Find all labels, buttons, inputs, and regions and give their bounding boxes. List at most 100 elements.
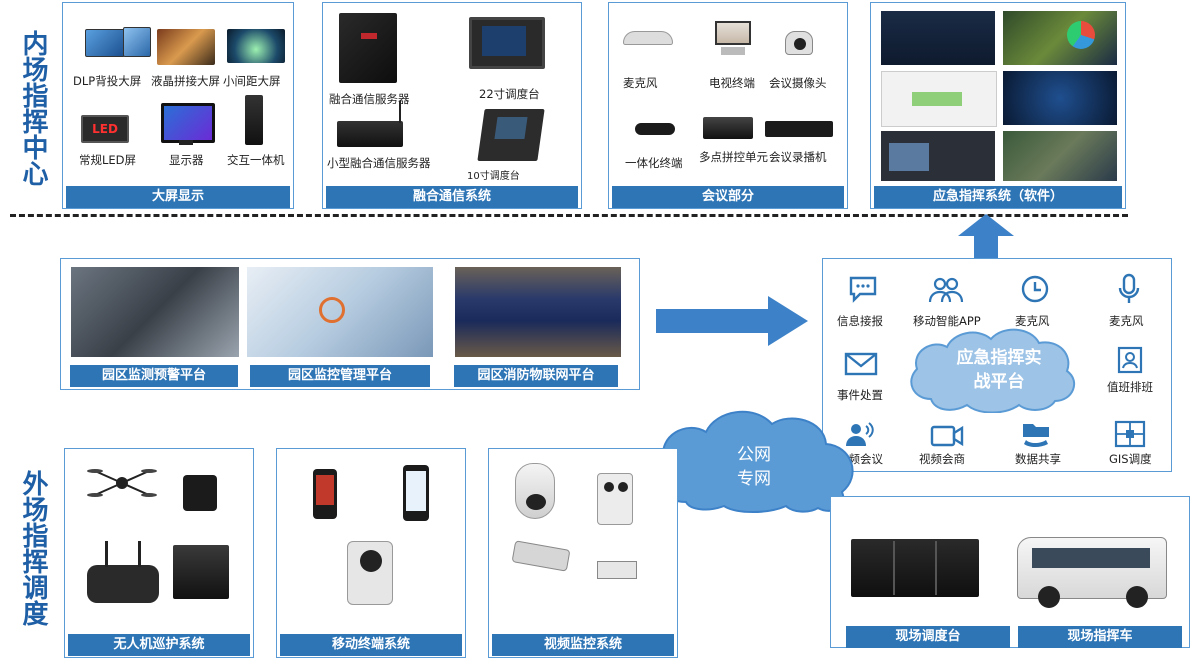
item-label: 小型融合通信服务器 xyxy=(327,156,431,170)
software-title: 应急指挥系统（软件） xyxy=(874,186,1122,208)
item-label: 会议录播机 xyxy=(769,150,827,164)
small-pitch-screen-image xyxy=(227,29,285,63)
kiosk-image xyxy=(245,95,263,145)
dispatch-console-10-image xyxy=(477,109,545,161)
network-line2: 专网 xyxy=(737,469,771,489)
network-cloud: 公网 专网 xyxy=(646,406,862,514)
video-consult-icon xyxy=(929,423,965,449)
right-arrow-icon xyxy=(656,296,808,346)
dlp-screen-image-2 xyxy=(123,27,151,57)
comm-panel: 融合通信服务器 22寸调度台 小型融合通信服务器 10寸调度台 xyxy=(322,2,582,209)
field-vehicle-title: 现场指挥车 xyxy=(1018,626,1182,648)
gimbal-camera-image xyxy=(183,475,217,511)
ptz-camera-image xyxy=(597,473,633,525)
field-console-image xyxy=(851,539,979,597)
dispatch-console-22-image xyxy=(469,17,545,69)
combat-item-label: 麦克风 xyxy=(1015,314,1050,328)
monitor-stand xyxy=(179,140,193,145)
outer-field-dispatch-title: 外场指挥调度 xyxy=(8,448,48,648)
antenna xyxy=(399,101,401,123)
item-label: 22寸调度台 xyxy=(479,87,540,101)
video-conference-icon xyxy=(843,419,877,449)
combat-cloud-line1: 应急指挥实 xyxy=(956,348,1042,368)
video-surveillance-panel xyxy=(488,448,678,658)
item-label: 麦克风 xyxy=(623,76,658,90)
dlp-screen-image xyxy=(85,29,125,57)
big-screen-panel: DLP背投大屏 液晶拼接大屏 小间距大屏 LED 常规LED屏 显示器 交互一体… xyxy=(62,2,294,209)
combat-cloud-line2: 战平台 xyxy=(973,372,1025,392)
item-label: 多点拼控单元 xyxy=(699,150,768,164)
combat-platform-panel: 信息接报 移动智能APP 麦克风 麦克风 事件处置 值班排班 应急指挥实 战平台… xyxy=(822,258,1172,472)
software-screen-1 xyxy=(881,11,995,65)
field-command-vehicle-image xyxy=(1017,537,1167,608)
software-screen-3 xyxy=(881,71,997,127)
item-label: 常规LED屏 xyxy=(79,153,137,167)
item-label: 液晶拼接大屏 xyxy=(151,74,220,88)
mcu-image xyxy=(703,117,753,139)
bullet-camera-image xyxy=(511,540,571,572)
comm-server-image xyxy=(339,13,397,83)
drone-image xyxy=(87,463,157,503)
combat-cloud: 应急指挥实 战平台 xyxy=(901,327,1097,414)
mobile-app-icon xyxy=(927,273,967,305)
combat-item-label: GIS调度 xyxy=(1109,452,1152,466)
recorder-image xyxy=(765,121,833,137)
led-text: LED xyxy=(92,122,118,136)
platform-image-monitoring xyxy=(71,267,239,357)
small-comm-server-image xyxy=(337,121,403,147)
platform-title-1: 园区监控管理平台 xyxy=(250,365,430,387)
meeting-panel: 麦克风 电视终端 会议摄像头 一体化终端 多点拼控单元 会议录播机 xyxy=(608,2,848,209)
network-line1: 公网 xyxy=(737,445,771,465)
platform-image-fire-iot xyxy=(455,267,621,357)
comm-title: 融合通信系统 xyxy=(326,186,578,208)
monitor-image xyxy=(161,103,215,143)
up-arrow-icon xyxy=(958,214,1014,258)
combat-item-label: 视频会商 xyxy=(919,452,965,466)
platform-title-0: 园区监测预警平台 xyxy=(70,365,238,387)
software-screen-6 xyxy=(1003,131,1117,181)
video-surveillance-title: 视频监控系统 xyxy=(492,634,674,656)
rugged-phone-image xyxy=(313,469,337,519)
item-label: 电视终端 xyxy=(709,76,755,90)
combat-item-label: 移动智能APP xyxy=(913,314,981,328)
item-label: 10寸调度台 xyxy=(467,171,520,182)
meeting-camera-image xyxy=(785,31,813,55)
dome-camera-image xyxy=(515,463,555,519)
combat-item-label: 值班排班 xyxy=(1107,380,1153,394)
item-label: 一体化终端 xyxy=(625,156,683,170)
platform-image-management xyxy=(247,267,433,357)
big-screen-title: 大屏显示 xyxy=(66,186,290,208)
software-panel xyxy=(870,2,1126,209)
field-equipment-panel xyxy=(830,496,1190,648)
drone-panel xyxy=(64,448,254,658)
data-share-icon xyxy=(1019,417,1053,449)
item-label: DLP背投大屏 xyxy=(73,74,142,88)
software-screen-4 xyxy=(1003,71,1117,125)
gis-dispatch-icon xyxy=(1113,419,1147,449)
combat-item-label: 信息接报 xyxy=(837,314,883,328)
lcd-splice-image xyxy=(157,29,215,65)
box-camera-image xyxy=(597,561,637,579)
combat-item-label: 事件处置 xyxy=(837,388,883,402)
field-console-title: 现场调度台 xyxy=(846,626,1010,648)
tv-terminal-base xyxy=(721,47,745,55)
mail-icon xyxy=(843,349,879,379)
software-screen-5 xyxy=(881,131,995,181)
item-label: 会议摄像头 xyxy=(769,76,827,90)
info-report-icon xyxy=(847,273,879,305)
section-divider xyxy=(10,214,1128,217)
ground-station-image xyxy=(173,545,229,599)
mobile-terminal-panel xyxy=(276,448,466,658)
controller-antennas xyxy=(105,541,141,567)
inner-command-center-title: 内场指挥中心 xyxy=(8,10,48,206)
drone-title: 无人机巡护系统 xyxy=(68,634,250,656)
smartphone-image xyxy=(403,465,429,521)
mobile-terminal-title: 移动终端系统 xyxy=(280,634,462,656)
item-label: 交互一体机 xyxy=(227,153,285,167)
led-screen-image: LED xyxy=(81,115,129,143)
item-label: 显示器 xyxy=(169,153,204,167)
meeting-title: 会议部分 xyxy=(612,186,844,208)
software-screen-2 xyxy=(1003,11,1117,65)
integrated-terminal-image xyxy=(635,123,675,135)
combat-item-label: 麦克风 xyxy=(1109,314,1144,328)
